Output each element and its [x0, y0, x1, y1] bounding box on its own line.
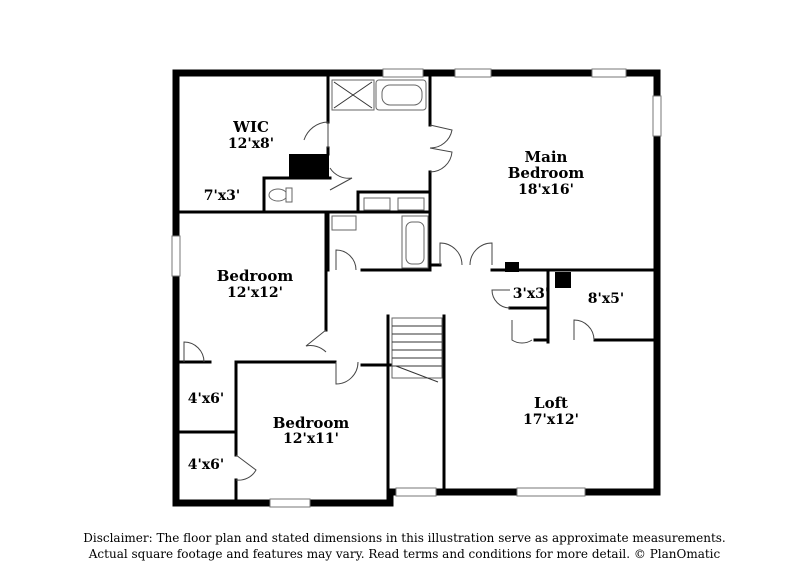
main-bedroom-name-2: Bedroom	[508, 164, 585, 182]
wic-name: WIC	[232, 118, 269, 136]
closet-4x6-upper-dim: 4'x6'	[188, 391, 224, 407]
main-bedroom-name-1: Main	[525, 148, 568, 166]
bedroom-1-dim: 12'x12'	[227, 285, 283, 301]
stairs	[391, 317, 443, 383]
wic-dim: 12'x8'	[228, 136, 274, 152]
room-labels: WIC 12'x8' 7'x3' Main Bedroom 18'x16' Be…	[188, 118, 624, 473]
windows	[171, 68, 662, 508]
disclaimer-line-2: Actual square footage and features may v…	[88, 547, 721, 561]
bedroom-2-name: Bedroom	[273, 414, 350, 432]
bedroom-2-dim: 12'x11'	[283, 431, 339, 447]
wic-closet-dim: 7'x3'	[204, 188, 240, 204]
closet-8x5-dim: 8'x5'	[588, 291, 624, 307]
bath-fixtures	[268, 79, 429, 269]
loft-name: Loft	[534, 394, 568, 412]
bedroom-1-name: Bedroom	[217, 267, 294, 285]
disclaimer-line-1: Disclaimer: The floor plan and stated di…	[83, 531, 726, 545]
closet-4x6-lower-dim: 4'x6'	[188, 457, 224, 473]
loft-dim: 17'x12'	[523, 412, 579, 428]
mechanical-blocks	[289, 154, 571, 288]
door-swings	[183, 121, 595, 481]
closet-3x3-dim: 3'x3'	[513, 286, 549, 302]
main-bedroom-dim: 18'x16'	[518, 182, 574, 198]
interior-walls	[176, 73, 659, 505]
